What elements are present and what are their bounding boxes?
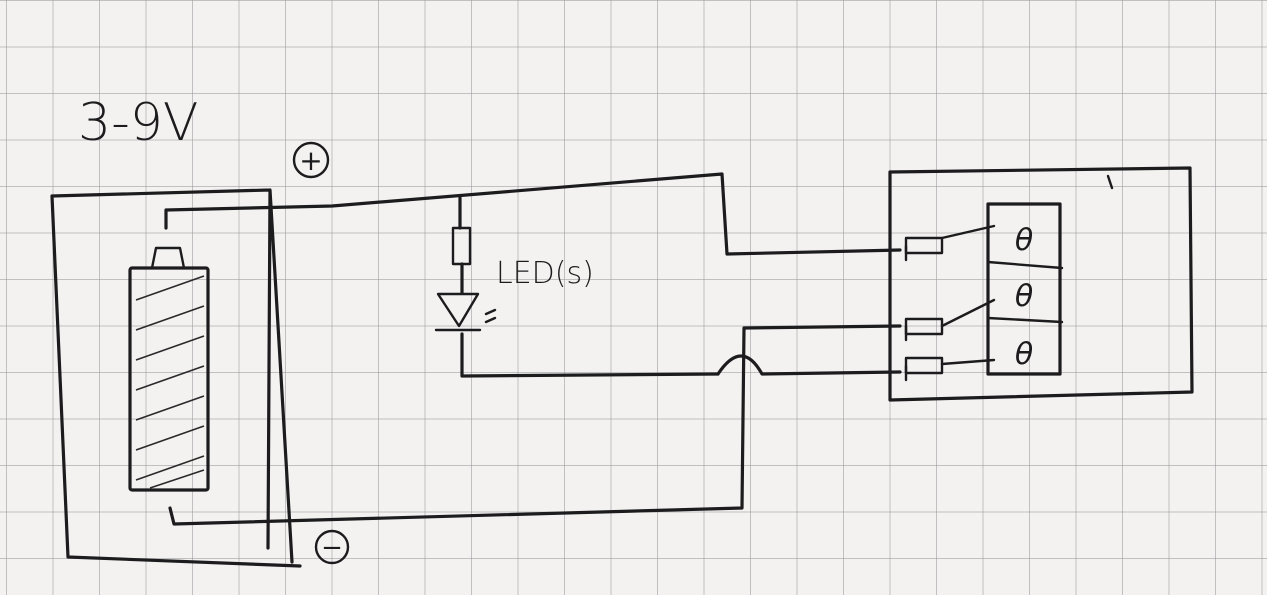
resistor-symbol (904, 236, 944, 255)
battery-box (50, 188, 302, 568)
positive-symbol: + (299, 144, 322, 177)
led-symbol (436, 292, 480, 328)
led-label: LED(s) (496, 256, 594, 291)
positive-terminal-mark: + (292, 141, 330, 179)
led-branch (434, 196, 720, 378)
negative-wire (168, 324, 902, 526)
positive-wire (164, 172, 902, 256)
switch-row-2: θ (904, 279, 1033, 342)
negative-terminal-mark: − (314, 529, 350, 565)
switch-column (986, 202, 1064, 376)
switch-row-1: θ (904, 223, 1033, 262)
resistor-symbol (904, 356, 944, 375)
switch-symbol: θ (1015, 279, 1033, 314)
control-box (888, 166, 1194, 402)
wire-crossover (716, 354, 902, 376)
switch-symbol: θ (1015, 223, 1033, 258)
battery-cell (128, 246, 210, 492)
resistor-symbol (451, 226, 472, 266)
switch-row-3: θ (904, 337, 1033, 382)
resistor-symbol (904, 317, 944, 336)
negative-symbol: − (321, 533, 343, 563)
voltage-label: 3-9V (78, 93, 199, 153)
switch-symbol: θ (1015, 337, 1033, 372)
